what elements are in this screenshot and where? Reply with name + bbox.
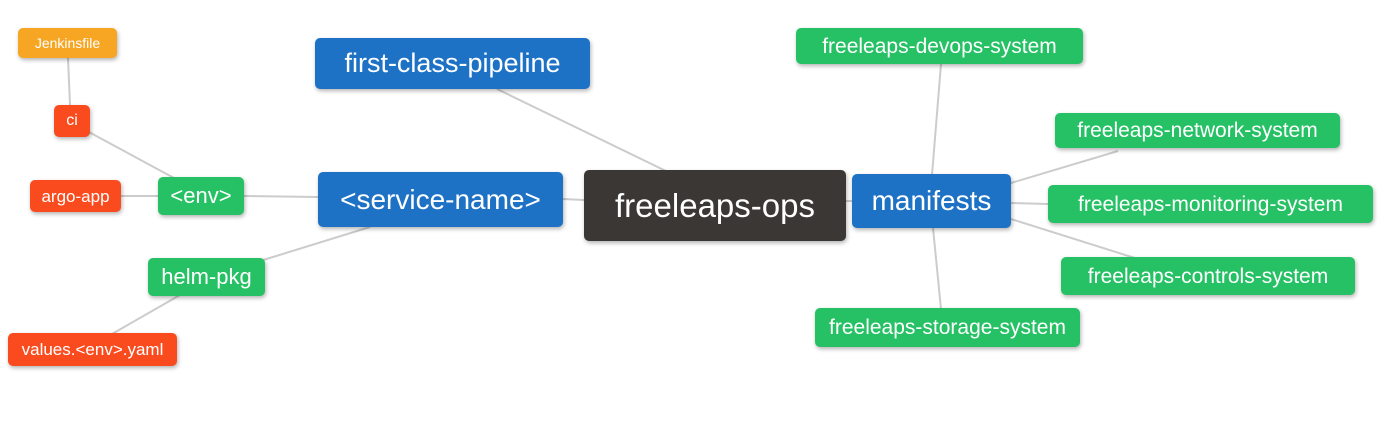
mindmap-node-label: freeleaps-storage-system [829, 316, 1066, 339]
edge-service-name-to-freeleaps-ops [562, 198, 585, 201]
edge-jenkinsfile-to-ci [67, 57, 71, 106]
edge-service-name-to-helm-pkg [259, 226, 371, 262]
mindmap-node-freeleaps-network-system[interactable]: freeleaps-network-system [1055, 113, 1340, 148]
edge-helm-pkg-to-values-env-yaml [111, 294, 181, 335]
mindmap-node-label: freeleaps-network-system [1077, 119, 1318, 142]
mindmap-node-freeleaps-storage-system[interactable]: freeleaps-storage-system [815, 308, 1080, 347]
mindmap-node-label: argo-app [41, 186, 110, 206]
mindmap-node-label: freeleaps-controls-system [1087, 264, 1329, 288]
mindmap-node-freeleaps-devops-system[interactable]: freeleaps-devops-system [796, 28, 1083, 64]
edge-ci-to-env [86, 130, 175, 179]
mindmap-node-service-name[interactable]: <service-name> [318, 172, 563, 227]
mindmap-node-manifests[interactable]: manifests [852, 174, 1011, 228]
mindmap-node-freeleaps-controls-system[interactable]: freeleaps-controls-system [1061, 257, 1355, 295]
mindmap-node-label: freeleaps-devops-system [822, 34, 1057, 58]
edge-first-class-pipeline-to-freeleaps-ops [496, 88, 669, 173]
mindmap-node-first-class-pipeline[interactable]: first-class-pipeline [315, 38, 590, 89]
edge-manifests-to-freeleaps-monitoring-system [1010, 202, 1049, 205]
mindmap-node-freeleaps-ops[interactable]: freeleaps-ops [584, 170, 846, 241]
mindmap-node-label: freeleaps-ops [615, 187, 815, 224]
edge-manifests-to-freeleaps-storage-system [932, 227, 942, 310]
mindmap-node-label: freeleaps-monitoring-system [1078, 192, 1343, 216]
mindmap-node-ci[interactable]: ci [54, 105, 90, 137]
mindmap-node-label: first-class-pipeline [344, 48, 561, 78]
mindmap-node-label: ci [66, 112, 78, 129]
mindmap-node-label: <service-name> [340, 183, 541, 215]
mindmap-node-freeleaps-monitoring-system[interactable]: freeleaps-monitoring-system [1048, 185, 1373, 223]
edge-env-to-service-name [243, 195, 319, 198]
mindmap-node-jenkinsfile[interactable]: Jenkinsfile [18, 28, 117, 58]
mindmap-node-values-env-yaml[interactable]: values.<env>.yaml [8, 333, 177, 366]
mindmap-node-label: values.<env>.yaml [21, 340, 164, 359]
mindmap-node-helm-pkg[interactable]: helm-pkg [148, 258, 265, 296]
mindmap-node-label: manifests [871, 185, 992, 216]
mindmap-node-env[interactable]: <env> [158, 177, 244, 215]
edge-manifests-to-freeleaps-devops-system [931, 63, 942, 176]
edge-manifests-to-freeleaps-controls-system [1010, 218, 1139, 260]
edge-manifests-to-freeleaps-network-system [1010, 150, 1119, 184]
mindmap-node-label: helm-pkg [161, 264, 252, 289]
mindmap-node-label: <env> [170, 183, 232, 208]
mindmap-node-argo-app[interactable]: argo-app [30, 180, 121, 212]
mindmap-node-label: Jenkinsfile [34, 35, 101, 51]
